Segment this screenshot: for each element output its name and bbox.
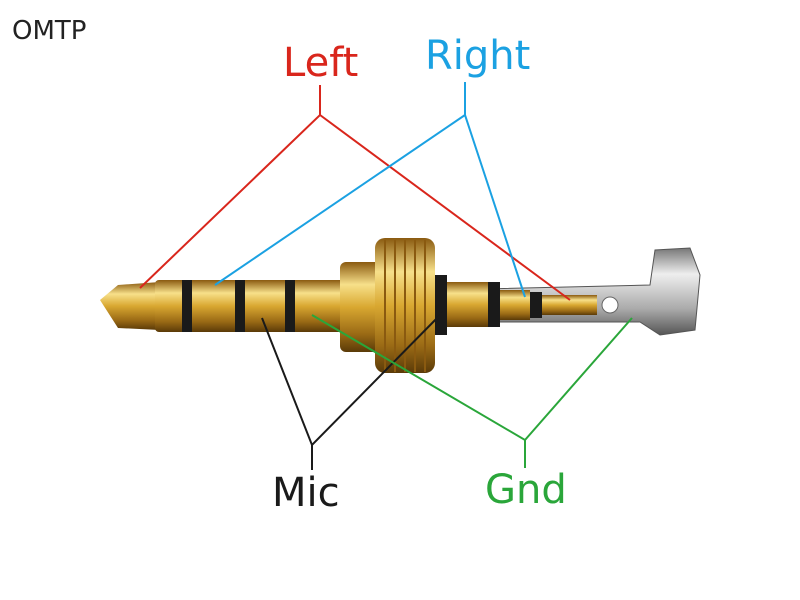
right-label: Right [425,33,531,79]
gnd-label: Gnd [485,467,567,513]
gold-plug [100,238,597,373]
diagram-title: OMTP [12,16,87,46]
mic-label: Mic [272,470,340,516]
left-label: Left [283,40,359,86]
